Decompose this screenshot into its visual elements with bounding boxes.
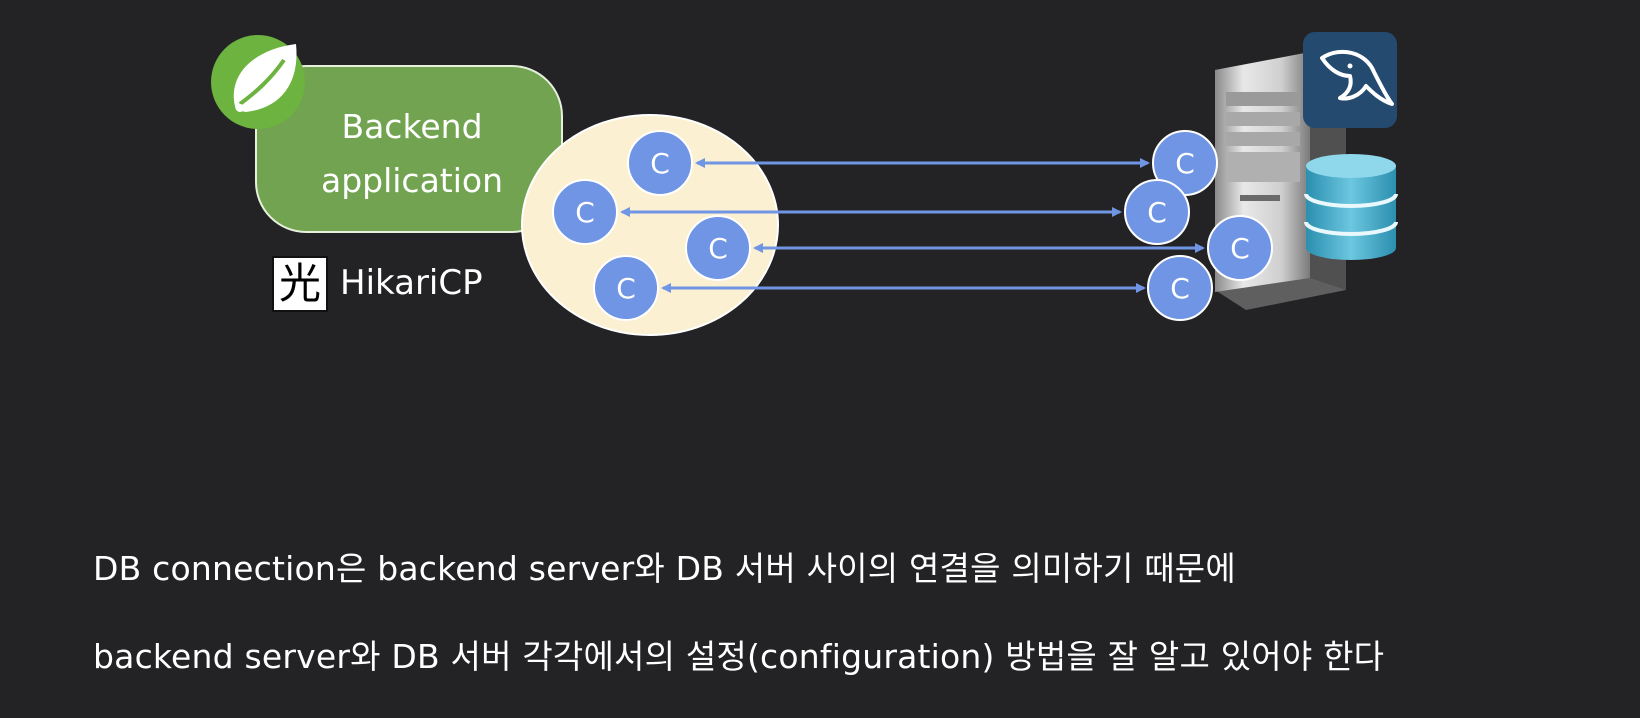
connection-label: C (650, 147, 670, 180)
hikaricp-logo-icon: 光 (272, 256, 328, 312)
mysql-dolphin-icon (1303, 32, 1397, 128)
backend-app-line1: Backend (341, 107, 483, 146)
connection-label: C (1147, 196, 1167, 229)
pool-connection: C (593, 255, 659, 321)
connection-label: C (1170, 272, 1190, 305)
connection-label: C (616, 272, 636, 305)
db-connection: C (1124, 179, 1190, 245)
pool-connection: C (685, 215, 751, 281)
connection-label: C (575, 196, 595, 229)
hikaricp-label: HikariCP (340, 263, 483, 303)
pool-connection: C (627, 130, 693, 196)
database-cylinder-icon (1304, 154, 1398, 260)
connection-label: C (708, 232, 728, 265)
spring-leaf-icon (211, 35, 305, 129)
caption-line-2: backend server와 DB 서버 각각에서의 설정(configura… (93, 637, 1385, 676)
connection-label: C (1175, 147, 1195, 180)
pool-connection: C (552, 179, 618, 245)
db-connection: C (1207, 215, 1273, 281)
backend-app-line2: application (320, 161, 504, 200)
db-connection: C (1147, 255, 1213, 321)
backend-app-label: Backend application (262, 100, 562, 208)
caption-line-1: DB connection은 backend server와 DB 서버 사이의… (93, 549, 1236, 588)
connection-label: C (1230, 232, 1250, 265)
db-connection: C (1152, 130, 1218, 196)
